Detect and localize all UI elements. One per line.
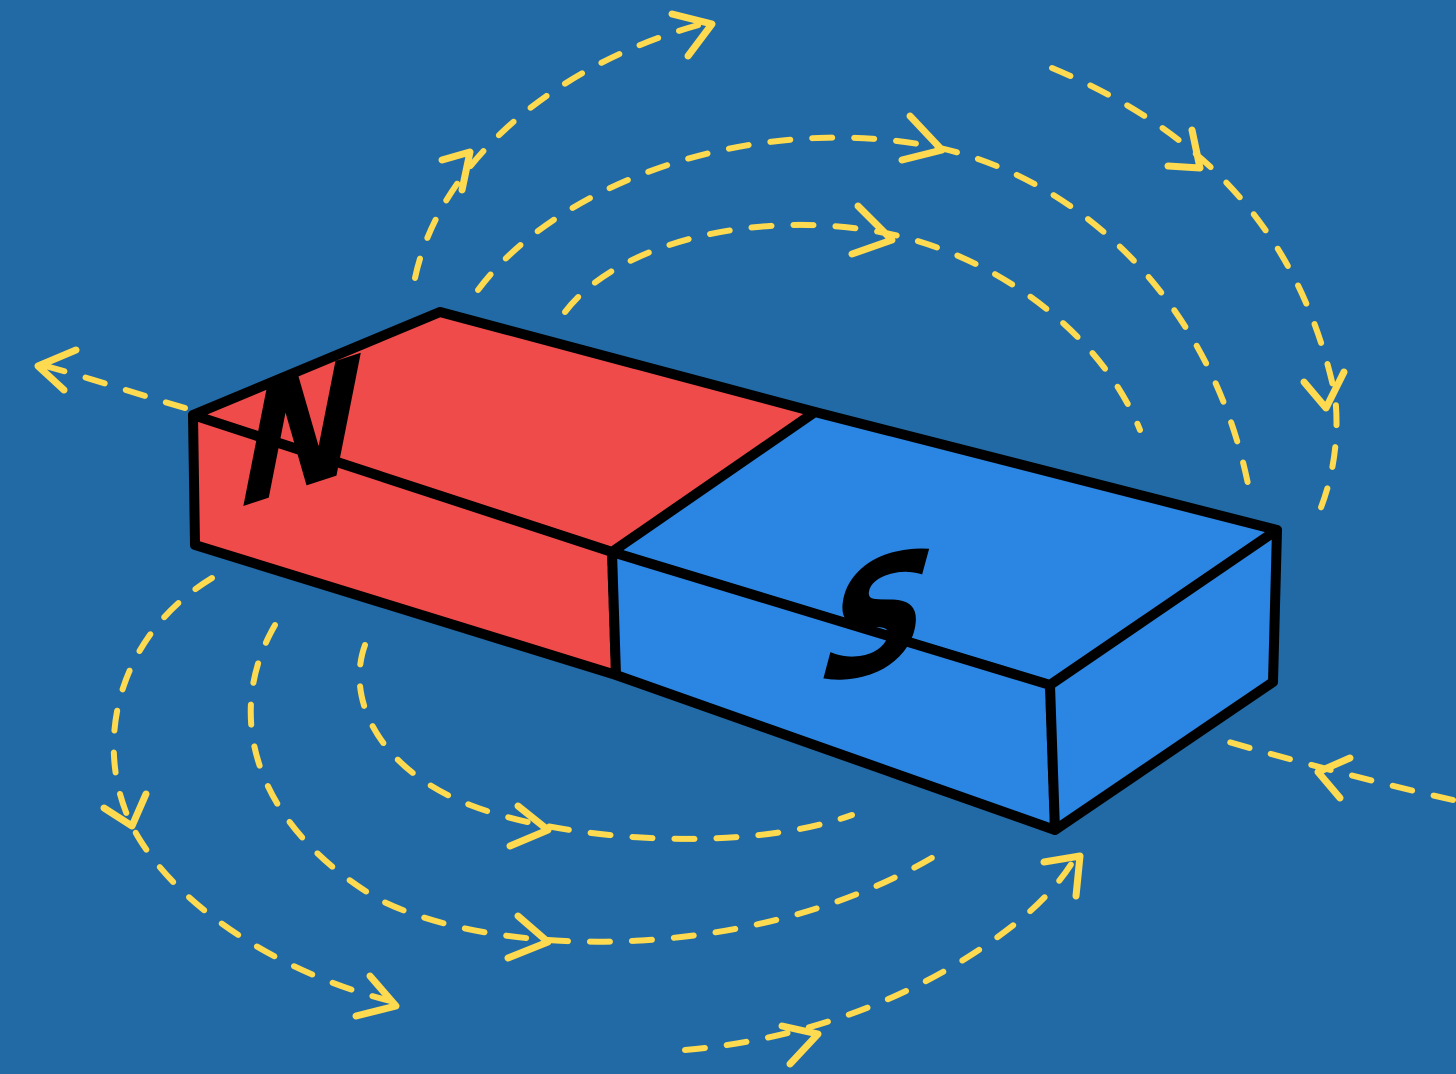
north-pole-label: N	[239, 320, 365, 545]
arrow-lower-middle-icon	[504, 912, 552, 962]
field-line-lower-bottom	[682, 845, 1083, 1053]
arrow-upper-right-icon	[1164, 126, 1204, 172]
field-line-right	[1219, 737, 1456, 803]
field-line-left	[39, 362, 188, 411]
arrow-lower-inner-icon	[506, 802, 552, 850]
field-line-lower-middle	[247, 622, 948, 945]
arrow-right-icon	[1314, 754, 1354, 802]
arrow-upper-outer-icon	[668, 10, 716, 60]
arrow-lower-right-icon	[1040, 852, 1084, 900]
arrow-left-icon	[34, 346, 80, 394]
arrow-upper-inner-icon	[848, 202, 896, 258]
arrow-right-down-icon	[1300, 368, 1348, 412]
south-pole-label: S	[817, 511, 941, 723]
arrow-upper-left-icon	[438, 148, 474, 194]
field-line-lower-inner	[356, 642, 855, 842]
arrow-lower-outer-icon	[352, 972, 400, 1020]
arrow-lower-left-icon	[100, 790, 150, 830]
south-end-face	[1045, 525, 1282, 835]
bar-magnet	[188, 307, 1282, 835]
arrow-upper-middle-icon	[898, 112, 946, 164]
arrow-lower-bottom-icon	[778, 1022, 822, 1068]
field-line-lower-outer	[110, 575, 398, 1005]
field-line-upper-outer	[412, 19, 713, 281]
field-arrowheads	[34, 10, 1354, 1068]
field-line-upper-right	[1049, 65, 1340, 513]
